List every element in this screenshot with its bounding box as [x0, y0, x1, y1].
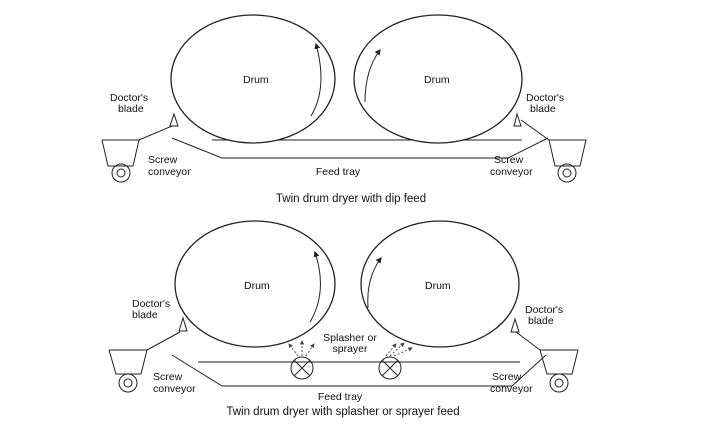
- screw-conveyor-left: [101, 125, 173, 183]
- rotation-arrow-left-bottom: [309, 250, 321, 323]
- screw-left-label-2: conveyor: [148, 166, 191, 178]
- drum-right-bottom-label: Drum: [425, 280, 451, 292]
- blade-right-label-2: blade: [530, 103, 556, 115]
- doctor-blade-left: [169, 112, 179, 127]
- drum-left-bottom-label: Drum: [244, 280, 270, 292]
- feed-tray-bottom-label: Feed tray: [318, 391, 363, 403]
- blade-left-bottom-label-1: Doctor's: [132, 298, 170, 310]
- drum-left-label: Drum: [243, 74, 269, 86]
- splasher-label-2: sprayer: [332, 343, 368, 355]
- drum-right-label: Drum: [424, 74, 450, 86]
- blade-left-bottom-label-2: blade: [132, 309, 158, 321]
- sprayer-feed-diagram: Drum Drum Doctor's blade Doctor's blade …: [108, 220, 579, 418]
- screw-right-bottom-label-2: conveyor: [490, 383, 533, 395]
- screw-left-label-1: Screw: [148, 154, 178, 166]
- blade-left-label-1: Doctor's: [110, 92, 148, 104]
- rotation-arrow-left: [310, 42, 322, 117]
- drum-right: [353, 14, 523, 144]
- screw-conveyor-right: [520, 119, 587, 183]
- screw-left-bottom-label-1: Screw: [153, 371, 183, 383]
- screw-left-bottom-label-2: conveyor: [153, 383, 196, 395]
- caption-dip-feed: Twin drum dryer with dip feed: [276, 193, 426, 205]
- blade-right-bottom-label-2: blade: [528, 315, 554, 327]
- screw-right-label-2: conveyor: [490, 166, 533, 178]
- sprayer-right: [378, 342, 413, 380]
- doctor-blade-left-bottom: [178, 316, 188, 332]
- doctor-blade-right-bottom: [510, 317, 520, 333]
- feed-tray-bottom: [171, 354, 547, 387]
- screw-right-label-1: Screw: [494, 154, 524, 166]
- blade-right-label-1: Doctor's: [526, 92, 564, 104]
- dip-feed-diagram: Drum Drum Doctor's blade Doctor's blade …: [101, 14, 587, 205]
- drum-right-bottom: [360, 220, 520, 348]
- doctor-blade-right: [513, 112, 522, 127]
- rotation-arrow-right-bottom: [367, 257, 382, 309]
- feed-tray-label: Feed tray: [316, 166, 361, 178]
- splasher-label-1: Splasher or: [323, 332, 377, 344]
- rotation-arrow-right: [364, 49, 381, 103]
- drum-left: [170, 14, 336, 144]
- sprayer-left: [288, 340, 315, 380]
- screw-conveyor-left-bottom: [108, 331, 181, 393]
- blade-left-label-2: blade: [118, 103, 144, 115]
- caption-sprayer-feed: Twin drum dryer with splasher or sprayer…: [226, 406, 459, 418]
- feed-tray: [171, 137, 549, 159]
- drum-left-bottom: [174, 220, 336, 348]
- blade-right-bottom-label-1: Doctor's: [525, 304, 563, 316]
- screw-conveyor-right-bottom: [515, 331, 579, 393]
- screw-right-bottom-label-1: Screw: [492, 371, 522, 383]
